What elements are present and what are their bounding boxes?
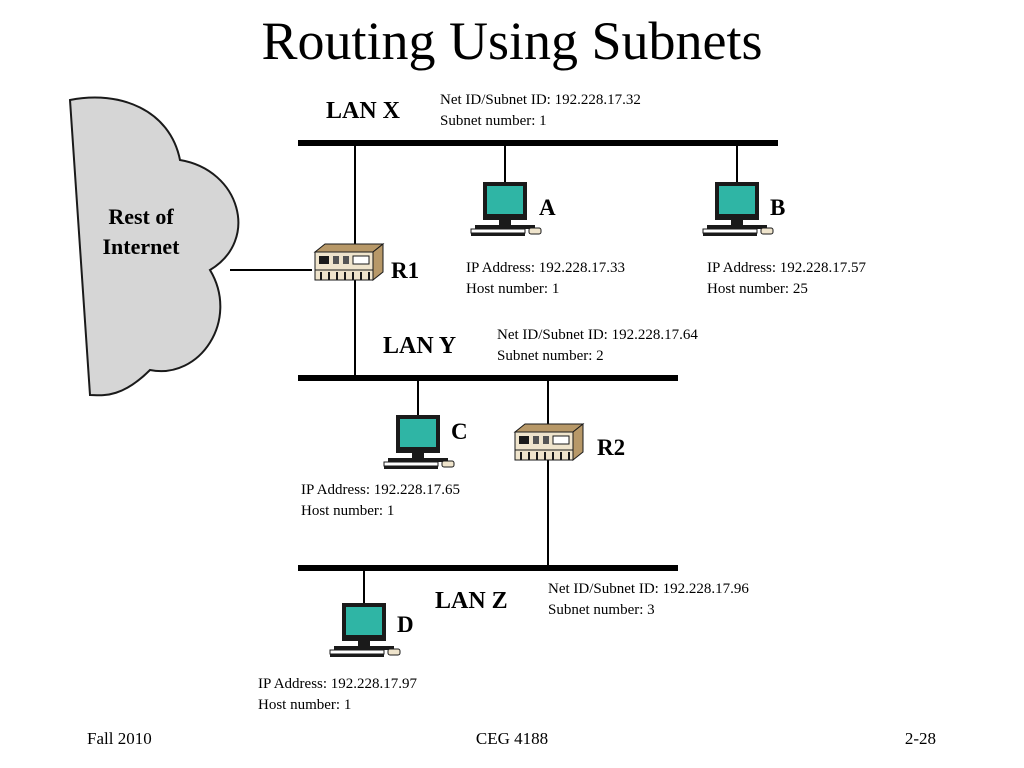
footer-page-number: 2-28: [904, 729, 936, 748]
router-r1-icon: [314, 243, 384, 281]
lan-x-info: Net ID/Subnet ID: 192.228.17.32 Subnet n…: [440, 90, 641, 132]
router-r1-label: R1: [391, 258, 420, 283]
host-c-ip: IP Address: 192.228.17.65: [301, 482, 461, 498]
lan-z-info: Net ID/Subnet ID: 192.228.17.96 Subnet n…: [548, 579, 749, 621]
router-r2-label: R2: [597, 435, 626, 460]
slide-title: Routing Using Subnets: [261, 11, 763, 71]
host-d-computer-icon: [329, 602, 401, 658]
cloud-label-line2: Internet: [102, 234, 180, 259]
host-a-label: A: [539, 195, 556, 220]
lan-y-net-id: Net ID/Subnet ID: 192.228.17.64: [497, 327, 698, 343]
host-c-computer-icon: [383, 414, 455, 470]
host-a-ip: IP Address: 192.228.17.33: [466, 260, 626, 276]
host-c-host-number: Host number: 1: [301, 503, 395, 519]
host-d-ip: IP Address: 192.228.17.97: [258, 676, 418, 692]
lan-y-subnet: Subnet number: 2: [497, 348, 604, 364]
host-c-info: IP Address: 192.228.17.65 Host number: 1: [301, 480, 460, 522]
lan-x-net-id: Net ID/Subnet ID: 192.228.17.32: [440, 92, 641, 108]
host-b-info: IP Address: 192.228.17.57 Host number: 2…: [707, 258, 866, 300]
lan-z-subnet: Subnet number: 3: [548, 602, 655, 618]
internet-cloud: [68, 96, 240, 397]
lan-z-net-id: Net ID/Subnet ID: 192.228.17.96: [548, 581, 749, 597]
lan-y-info: Net ID/Subnet ID: 192.228.17.64 Subnet n…: [497, 325, 698, 367]
host-d-host-number: Host number: 1: [258, 697, 352, 713]
lan-x-subnet: Subnet number: 1: [440, 113, 547, 129]
footer-course: CEG 4188: [475, 729, 549, 748]
host-a-host-number: Host number: 1: [466, 281, 560, 297]
host-d-info: IP Address: 192.228.17.97 Host number: 1: [258, 674, 417, 716]
host-d-label: D: [397, 612, 414, 637]
cloud-label-line1: Rest of: [108, 204, 174, 229]
host-b-label: B: [770, 195, 786, 220]
router-r2-icon: [514, 423, 584, 461]
host-b-ip: IP Address: 192.228.17.57: [707, 260, 867, 276]
host-b-computer-icon: [702, 181, 774, 237]
lan-z-label: LAN Z: [435, 588, 508, 614]
lan-x-label: LAN X: [326, 98, 401, 124]
host-a-info: IP Address: 192.228.17.33 Host number: 1: [466, 258, 625, 300]
lan-y-label: LAN Y: [383, 333, 457, 359]
host-b-host-number: Host number: 25: [707, 281, 808, 297]
footer-date: Fall 2010: [87, 729, 152, 748]
host-a-computer-icon: [470, 181, 542, 237]
host-c-label: C: [451, 419, 468, 444]
cloud-label: Rest of Internet: [76, 202, 206, 262]
